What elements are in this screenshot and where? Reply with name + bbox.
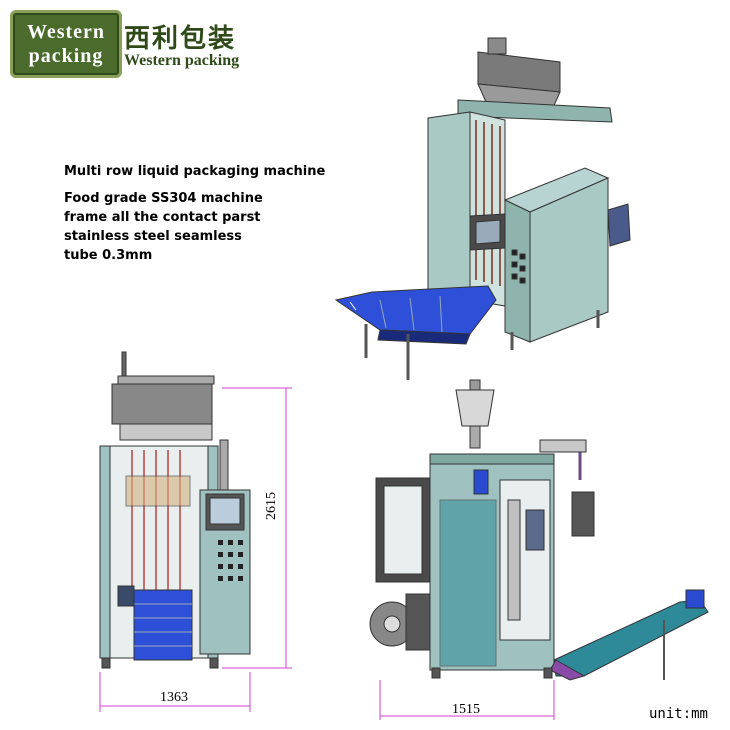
product-title: Multi row liquid packaging machine xyxy=(64,164,326,179)
brand-name-english: Western packing xyxy=(124,52,240,69)
description-line: Food grade SS304 machine xyxy=(64,191,263,206)
side-dimension-lines xyxy=(379,680,555,720)
brand-logo: Western packing xyxy=(10,10,122,78)
brand-name-chinese: 西利包装 xyxy=(124,24,237,54)
height-dimension-label: 2615 xyxy=(264,492,279,520)
front-machine-view xyxy=(99,351,251,669)
front-width-dimension-label: 1363 xyxy=(160,690,188,705)
logo-line-1: Western xyxy=(26,21,106,43)
unit-label: unit:mm xyxy=(648,706,708,722)
description-line: frame all the contact parst xyxy=(64,210,261,225)
isometric-machine-view xyxy=(334,37,631,380)
side-machine-view xyxy=(369,379,709,681)
product-description: Multi row liquid packaging machine Food … xyxy=(64,164,364,265)
description-line: tube 0.3mm xyxy=(64,248,153,263)
description-line: stainless steel seamless xyxy=(64,229,242,244)
logo-line-2: packing xyxy=(28,45,104,67)
side-width-dimension-label: 1515 xyxy=(452,702,480,717)
front-dimension-lines xyxy=(99,387,292,712)
